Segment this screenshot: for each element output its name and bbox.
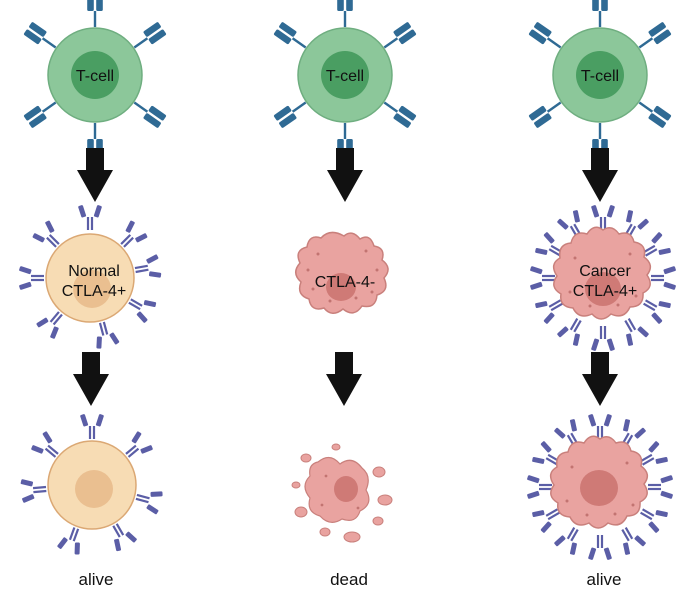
tcell-1-nucleus [71, 51, 119, 99]
arrow-1a [77, 148, 113, 202]
arrow-1b [73, 352, 109, 406]
column-2: T-cell CTLA-4- [273, 0, 417, 589]
normal-cell: Normal CTLA-4+ [17, 203, 164, 351]
outcome-label-3: alive [587, 570, 622, 589]
cancer-cell-nucleus [585, 272, 621, 306]
cancer-cell: Cancer CTLA-4+ [528, 203, 678, 353]
arrow-3a [582, 148, 618, 202]
outcome-label-2: dead [330, 570, 368, 589]
tcell-1: T-cell [23, 0, 167, 157]
column-1: T-cell Normal CTLA-4+ [17, 0, 167, 589]
cancer-cell-label-2: CTLA-4+ [573, 283, 637, 300]
tumor-cell-ctla4-negative: CTLA-4- [295, 231, 389, 314]
cancer-cell-alive [525, 412, 675, 562]
cancer-cell-label-1: Cancer [579, 263, 631, 280]
normal-cell-label-1: Normal [68, 263, 120, 280]
cancer-cell-speckles [568, 252, 638, 308]
cancer-cell-alive-speckles [565, 461, 635, 517]
normal-cell-alive-nucleus [75, 470, 113, 508]
normal-cell-label-2: CTLA-4+ [62, 283, 126, 300]
tcell-2: T-cell [273, 0, 417, 157]
dead-cell-fragments [291, 443, 393, 543]
tcell-3-nucleus [576, 51, 624, 99]
arrow-2a [327, 148, 363, 202]
arrow-3b [582, 352, 618, 406]
arrow-2b [326, 352, 362, 406]
tcell-1-label: T-cell [76, 68, 114, 85]
outcome-label-1: alive [79, 570, 114, 589]
tcell-2-label: T-cell [326, 68, 364, 85]
tumor-cell-speckles [306, 249, 379, 303]
tumor-cell-label: CTLA-4- [315, 274, 375, 291]
column-3: T-cell [525, 0, 678, 589]
cancer-cell-alive-nucleus [580, 470, 618, 506]
normal-cell-nucleus [73, 270, 111, 308]
tumor-cell-ctla4-negative-body [295, 231, 389, 314]
tumor-cell-ctla4-negative-nucleus [326, 273, 356, 301]
normal-cell-alive [18, 412, 165, 558]
tcell-3: T-cell [528, 0, 672, 157]
tcell-3-label: T-cell [581, 68, 619, 85]
tcell-2-nucleus [321, 51, 369, 99]
